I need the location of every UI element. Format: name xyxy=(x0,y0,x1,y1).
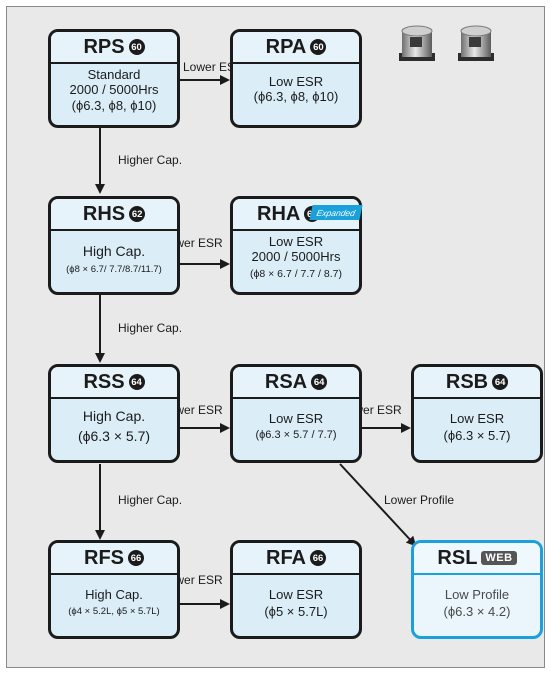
series-header: RFA 66 xyxy=(233,543,359,575)
series-title: RFS xyxy=(84,546,124,569)
series-header: RPA 60 xyxy=(233,32,359,64)
label-rsa-rsl: Lower Profile xyxy=(384,493,455,507)
series-box-rsb: RSB 64 Low ESR (ϕ6.3 × 5.7) xyxy=(411,364,543,463)
series-body: Standard 2000 / 5000Hrs (ϕ6.3, ϕ8, ϕ10) xyxy=(51,64,177,113)
series-line: (ϕ8 × 6.7 / 7.7 / 8.7) xyxy=(250,267,342,280)
series-line: (ϕ5 × 5.7L) xyxy=(264,604,328,620)
series-title: RSB xyxy=(445,370,489,393)
series-header: RSA 64 xyxy=(233,367,359,399)
series-box-rfa: RFA 66 Low ESR (ϕ5 × 5.7L) xyxy=(230,540,362,639)
series-line: 2000 / 5000Hrs xyxy=(251,249,341,265)
series-line: Low ESR xyxy=(449,411,505,426)
series-box-rhs: RHS 62 High Cap. (ϕ8 × 6.7/ 7.7/8.7/11.7… xyxy=(48,196,180,295)
series-title: RPA xyxy=(265,35,307,58)
series-box-rpa: RPA 60 Low ESR (ϕ6.3, ϕ8, ϕ10) xyxy=(230,29,362,128)
series-line: (ϕ6.3 × 5.7) xyxy=(443,428,511,444)
arrow-rsa-rsl xyxy=(339,463,417,547)
page-number-badge: 60 xyxy=(128,39,145,55)
series-line: Low ESR xyxy=(268,411,324,426)
series-box-rsa: RSA 64 Low ESR (ϕ6.3 × 5.7 / 7.7) xyxy=(230,364,362,463)
series-line: (ϕ6.3, ϕ8, ϕ10) xyxy=(71,97,157,113)
series-header: RSB 64 xyxy=(414,367,540,399)
series-line: High Cap. xyxy=(82,243,146,259)
series-line: Standard xyxy=(87,67,141,82)
series-title: RHS xyxy=(82,202,126,225)
series-line: Low ESR xyxy=(268,234,324,249)
series-line: (ϕ6.3 × 5.7) xyxy=(77,427,151,444)
series-header: RFS 66 xyxy=(51,543,177,575)
page-number-badge: 66 xyxy=(128,550,144,566)
capacitor-image-left xyxy=(399,25,435,61)
series-body: High Cap. (ϕ8 × 6.7/ 7.7/8.7/11.7) xyxy=(51,231,177,275)
series-header: RSL WEB xyxy=(414,543,540,575)
series-line: (ϕ6.3 × 5.7 / 7.7) xyxy=(255,429,337,442)
series-line: Low ESR xyxy=(268,587,324,602)
series-line: (ϕ6.3, ϕ8, ϕ10) xyxy=(253,89,339,105)
series-title: RSL xyxy=(437,546,478,569)
series-line: (ϕ8 × 6.7/ 7.7/8.7/11.7) xyxy=(66,263,162,275)
series-title: RHA xyxy=(257,202,301,225)
series-header: RHS 62 xyxy=(51,199,177,231)
series-box-rss: RSS 64 High Cap. (ϕ6.3 × 5.7) xyxy=(48,364,180,463)
series-line: (ϕ6.3 × 4.2) xyxy=(443,604,511,620)
expanded-badge: Expanded xyxy=(309,205,363,220)
series-title: RPS xyxy=(83,35,125,58)
series-line: Low ESR xyxy=(268,74,324,89)
web-tag: WEB xyxy=(481,551,517,565)
series-body: Low ESR (ϕ6.3, ϕ8, ϕ10) xyxy=(233,64,359,105)
series-body: Low ESR (ϕ6.3 × 5.7) xyxy=(414,399,540,444)
series-header: RPS 60 xyxy=(51,32,177,64)
label-rps-rpa: Lower ESR xyxy=(183,60,244,74)
series-box-rsl: RSL WEB Low Profile (ϕ6.3 × 4.2) xyxy=(411,540,543,639)
series-body: Low Profile (ϕ6.3 × 4.2) xyxy=(414,575,540,620)
series-line: 2000 / 5000Hrs xyxy=(69,82,159,98)
capacitor-image-right xyxy=(458,25,494,61)
label-rss-rfs: Higher Cap. xyxy=(118,493,183,507)
page-number-badge: 64 xyxy=(492,374,509,390)
series-body: High Cap. (ϕ6.3 × 5.7) xyxy=(51,399,177,444)
series-title: RSS xyxy=(83,370,125,393)
series-line: High Cap. xyxy=(82,408,146,424)
page-number-badge: 64 xyxy=(128,374,145,390)
series-body: Low ESR (ϕ5 × 5.7L) xyxy=(233,575,359,620)
series-header: RSS 64 xyxy=(51,367,177,399)
page-number-badge: 66 xyxy=(310,550,326,566)
series-body: High Cap. (ϕ4 × 5.2L, ϕ5 × 5.7L) xyxy=(51,575,177,618)
series-box-rfs: RFS 66 High Cap. (ϕ4 × 5.2L, ϕ5 × 5.7L) xyxy=(48,540,180,639)
series-body: Low ESR (ϕ6.3 × 5.7 / 7.7) xyxy=(233,399,359,442)
series-title: RFA xyxy=(266,546,306,569)
series-line: High Cap. xyxy=(85,587,143,602)
series-line: Low Profile xyxy=(444,587,510,602)
page-number-badge: 62 xyxy=(129,206,146,222)
label-rps-rhs: Higher Cap. xyxy=(118,153,183,167)
page-number-badge: 60 xyxy=(310,39,327,55)
series-title: RSA xyxy=(264,370,308,393)
label-rhs-rss: Higher Cap. xyxy=(118,321,183,335)
page-number-badge: 64 xyxy=(311,374,328,390)
series-body: Low ESR 2000 / 5000Hrs (ϕ8 × 6.7 / 7.7 /… xyxy=(233,231,359,280)
series-line: (ϕ4 × 5.2L, ϕ5 × 5.7L) xyxy=(68,606,160,618)
series-box-rps: RPS 60 Standard 2000 / 5000Hrs (ϕ6.3, ϕ8… xyxy=(48,29,180,128)
